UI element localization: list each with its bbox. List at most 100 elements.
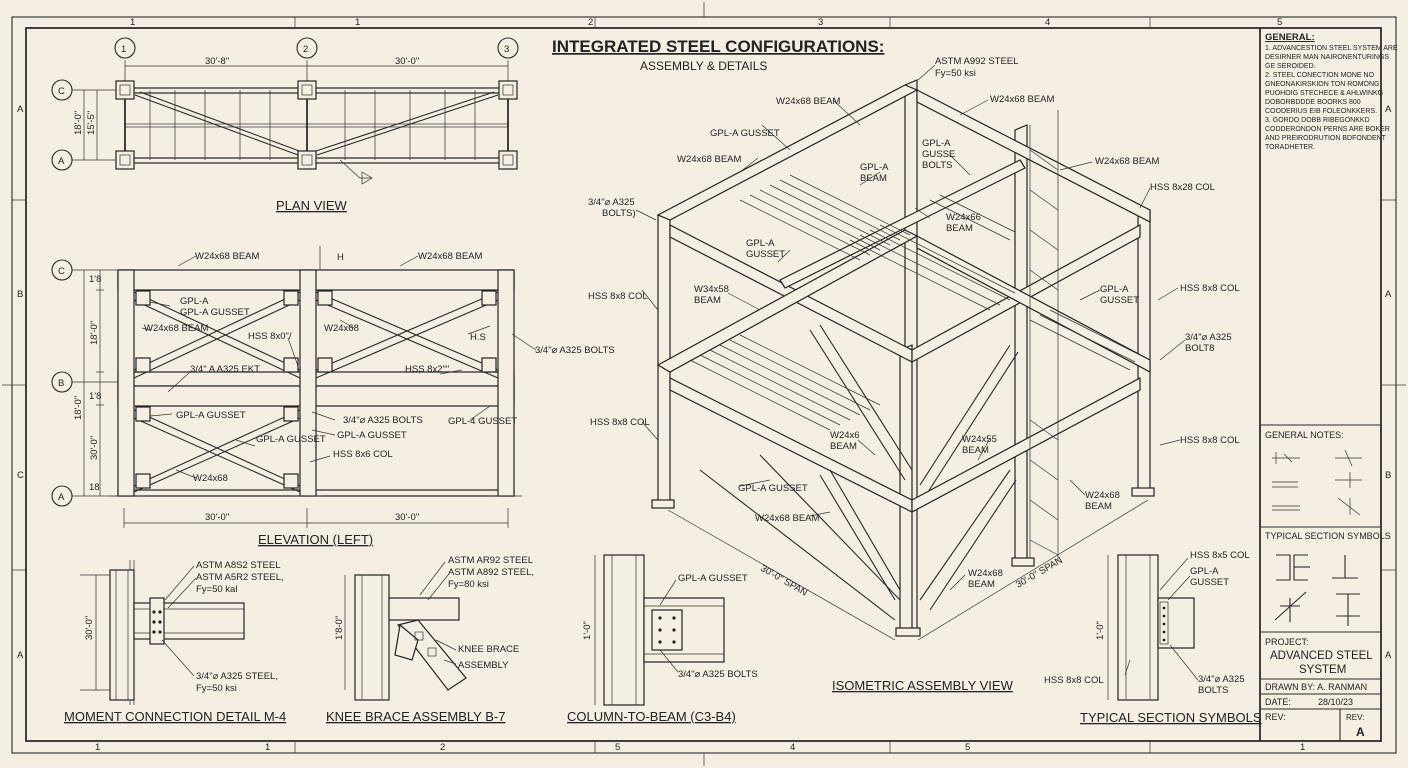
iso-label: 3/4"⌀ A325 BOLTS) [588,197,637,219]
elev-label: GPL-A GUSSET [176,410,246,421]
general-note-line: GNEONAKIRSKION TON ROMONG [1265,81,1379,88]
elevation-view: C B A 18'-0" 18'-0" 30'-0" 1'8 1'8 18 [51,246,615,547]
plan-grid-number: 2 [303,44,308,55]
iso-label: W24x55 BEAM [962,434,1000,456]
border-top-num: 4 [1045,17,1050,28]
iso-label: W24x68 BEAM [990,94,1054,105]
iso-label-line: GPL-A [746,238,775,249]
elev-dim: 18'-0" [73,396,84,420]
section-label-line: GUSSET [1190,577,1229,588]
plan-grid-bubble [114,37,136,59]
elev-label: W24x68 BEAM [418,251,482,262]
elev-grid-letter: C [58,266,65,277]
border-bottom-num: 4 [790,742,795,753]
isometric-view: 30'-0" SPAN 30'-0" SPAN ASTM A992 STEEL … [588,56,1240,693]
general-note-line: 1. ADVANCESTION STEEL SYSTEM ARE [1265,45,1398,52]
section-dim: 1'-0" [1095,621,1106,640]
iso-label-line: 3/4"⌀ A325 [1185,332,1232,343]
border-right-letter: A [1385,650,1392,661]
iso-label: HSS 8x8 COL [1180,435,1240,446]
project-label: PROJECT: [1265,637,1309,647]
iso-label-line: W24x66 [946,212,981,223]
iso-label-line: BEAM [968,579,995,590]
section-label: 3/4"⌀ A325 BOLTS [1198,674,1247,696]
iso-label: GPL-A GUSSE BOLTS [922,138,958,171]
elev-label: W24x68 BEAM [144,323,208,334]
elev-label: HSS 8x6 COL [333,449,393,460]
iso-label-line: GUSSET [1100,295,1139,306]
iso-label: ASTM A992 STEEL [935,56,1018,67]
iso-label-line: BEAM [830,441,857,452]
iso-dim: 30'-0" SPAN [759,563,810,599]
elev-label: H.S [470,332,486,343]
elev-label: 3/4" A A325 EKT [190,364,260,375]
elev-dim: 18'-0" [89,321,100,345]
rev-box-label: REV: [1346,713,1364,722]
elevation-title: ELEVATION (LEFT) [258,532,373,547]
elev-label-line: GPL-A [180,296,209,307]
column-beam-detail: 1'-0" GPL-A GUSSET 3/4"⌀ A325 BOLTS COLU… [567,554,758,724]
drawn-by: DRAWN BY: A. RANMAN [1265,682,1367,692]
iso-label: GPL-A GUSSET [1100,284,1139,306]
general-note-line: TORADHETER. [1265,144,1315,151]
elev-dim: 30'-0" [395,512,419,523]
border-top-num: 5 [1277,17,1282,28]
iso-label-line: GUSSET [746,249,785,260]
symbols-heading: TYPICAL SECTION SYMBOLS [1265,531,1391,541]
iso-label: W24x66 BEAM [946,212,984,234]
iso-label-line: BOLTS [922,160,952,171]
iso-label: GPL-A BEAM [860,162,891,184]
general-note-line: COODERIUS EIB FOLEONKKERS. [1265,108,1377,115]
colbeam-title: COLUMN-TO-BEAM (C3-B4) [567,709,736,724]
knee-label: KNEE BRACE [458,644,519,655]
date-label: DATE: [1265,697,1291,707]
iso-title: ISOMETRIC ASSEMBLY VIEW [832,678,1014,693]
moment-label: Fy=50 kal [196,584,237,595]
elev-label: GPL-4 GUSSET [448,416,517,427]
border-left-letter: B [17,289,23,300]
elev-label: 3/4"⌀ A325 BOLTS [535,345,615,356]
general-note-line: CODDERONDON PERNS ARE BOKER [1265,126,1390,133]
plan-dim: 30'-0" [395,56,419,67]
plan-grid-number: 3 [504,44,509,55]
knee-label: ASTM A892 STEEL, [448,567,534,578]
project-name-line: ADVANCED STEEL [1270,650,1373,662]
iso-label: HSS 8x8 COL [1180,283,1240,294]
plan-grid-number: 1 [121,44,126,55]
iso-label: GPL-A GUSSET [738,483,808,494]
section-label: HSS 8x5 COL [1190,550,1250,561]
iso-label: GPL-A GUSSET [746,238,785,260]
elev-label: GPL-A GPL-A GUSSET [180,296,250,318]
general-note-line: DESIRNER MAN NAIRONENTURINGS [1265,54,1389,61]
section-label-line: BOLTS [1198,685,1228,696]
general-note-line: AND PREIRODRUTION BDFONDENT [1265,135,1387,142]
iso-label-line: BEAM [946,223,973,234]
elev-label: HSS 8x2"" [405,364,449,375]
title-block: GENERAL: 1. ADVANCESTION STEEL SYSTEM AR… [1259,28,1398,741]
main-subtitle: ASSEMBLY & DETAILS [640,59,767,73]
iso-label: HSS 8x28 COL [1150,182,1215,193]
knee-label: ASTM AR92 STEEL [448,555,533,566]
section-label-line: GPL-A [1190,566,1219,577]
section-title: TYPICAL SECTION SYMBOLS [1080,710,1262,725]
project-name-line: SYSTEM [1299,664,1346,676]
plan-grid-letter: A [58,156,65,167]
moment-label: Fy=50 ksi [196,683,237,694]
border-top-num: 2 [588,17,593,28]
plan-dim: 30'-8" [205,56,229,67]
iso-label-line: GUSSE [922,149,955,160]
border-right-letter: A [1385,289,1392,300]
iso-label: W24x68 BEAM [677,154,741,165]
iso-label-line: BOLTS) [602,208,636,219]
elev-dim: 30'-0" [205,512,229,523]
general-note-line: GE SEROIDED. [1265,63,1316,70]
border-bottom-num: 5 [965,742,970,753]
elev-dim: 1'8 [89,391,101,402]
general-note-line: 3. GORDO DOBB RIBEGONKKD [1265,117,1370,124]
knee-label: Fy=80 ksi [448,579,489,590]
iso-label: 3/4"⌀ A325 BOLT8 [1185,332,1234,354]
iso-label-line: BEAM [694,295,721,306]
border-bottom-num: 2 [440,742,445,753]
rev-label: REV: [1265,712,1286,722]
border-bottom-num: 5 [615,742,620,753]
